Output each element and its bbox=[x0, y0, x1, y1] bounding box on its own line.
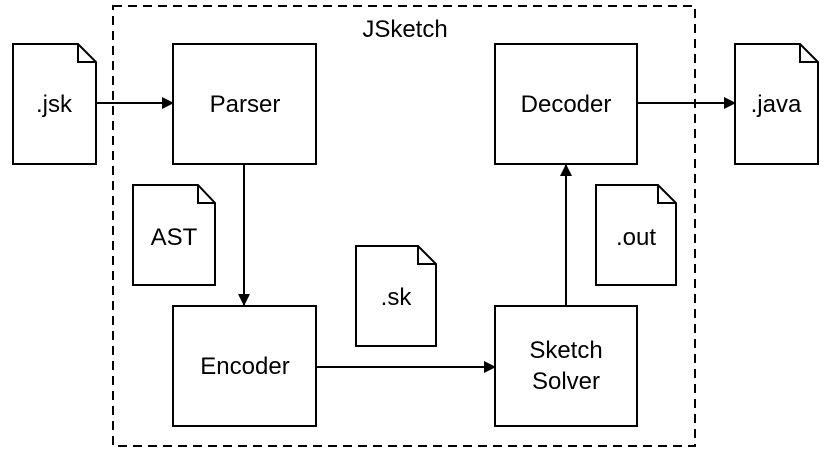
sketch-solver-label-line1: Sketch bbox=[529, 337, 602, 364]
jsk-file-icon: .jsk bbox=[12, 43, 97, 165]
ast-file-label: AST bbox=[151, 224, 198, 251]
java-file-label: .java bbox=[751, 91, 802, 118]
sketch-solver-label-line2: Solver bbox=[532, 368, 600, 395]
ast-file-icon: AST bbox=[132, 184, 216, 286]
jsketch-boundary bbox=[112, 5, 696, 447]
encoder-label: Encoder bbox=[200, 353, 289, 380]
decoder-box: Decoder bbox=[494, 43, 638, 165]
decoder-label: Decoder bbox=[521, 91, 612, 118]
out-file-label: .out bbox=[616, 224, 656, 251]
parser-box: Parser bbox=[172, 43, 317, 165]
jsk-file-label: .jsk bbox=[36, 91, 73, 118]
java-file-icon: .java bbox=[734, 43, 819, 165]
sk-file-icon: .sk bbox=[355, 245, 437, 347]
diagram-title: JSketch bbox=[362, 16, 447, 43]
encoder-box: Encoder bbox=[172, 305, 317, 427]
sk-file-label: .sk bbox=[381, 284, 413, 311]
parser-label: Parser bbox=[210, 91, 281, 118]
sketch-solver-box: Sketch Solver bbox=[494, 305, 638, 427]
out-file-icon: .out bbox=[595, 184, 677, 286]
